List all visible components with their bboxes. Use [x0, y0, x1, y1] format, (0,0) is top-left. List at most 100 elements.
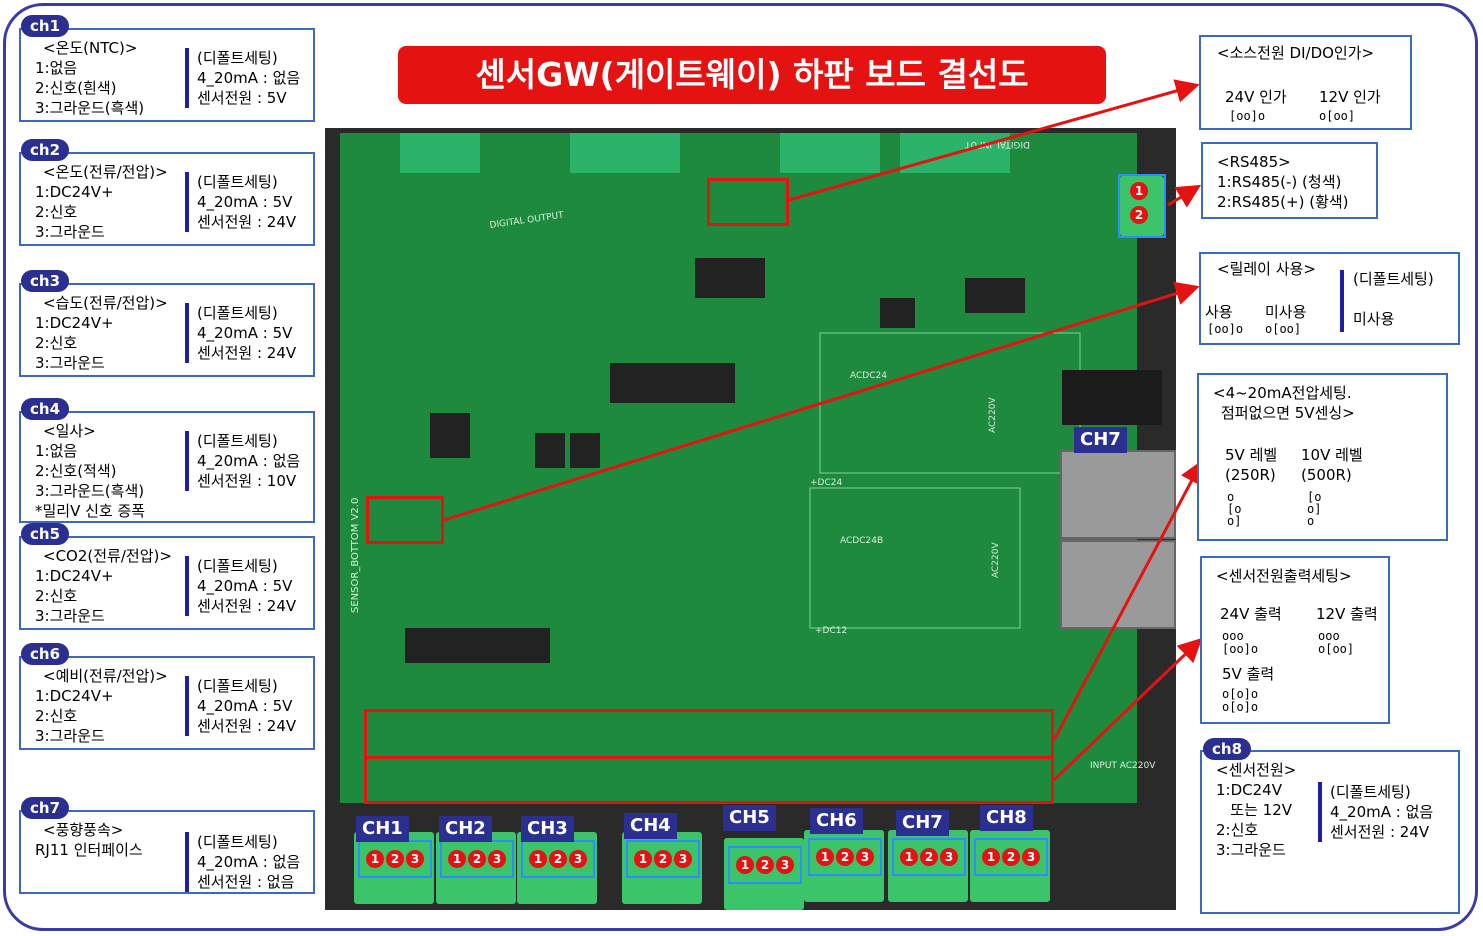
source-power-title: <소스전원 DI/DO인가> — [1217, 44, 1375, 62]
board-label-ch6: CH6 — [810, 808, 863, 834]
ch8-default-1: 4_20mA : 없음 — [1330, 803, 1434, 821]
default-label: (디폴트세팅) — [197, 677, 278, 695]
default-value-1: 4_20mA : 5V — [197, 697, 293, 715]
channel-box-3: <습도(전류/전압)> 1:DC24V+ 2:신호 3:그라운드 (디폴트세팅)4_20… — [19, 283, 315, 377]
voltage-opt-5v-r: (250R) — [1225, 466, 1276, 484]
channel-6-line-2: 2:신호 — [35, 707, 78, 725]
board-label-ch8: CH8 — [980, 805, 1033, 831]
board-label-ch7: CH7 — [896, 810, 949, 836]
voltage-setting-box: <4~20mA전압세팅. 점퍼없으면 5V센싱> 5V 레벨 (250R) 10… — [1197, 373, 1448, 541]
sensor-power-out-12v: 12V 출력 — [1316, 605, 1378, 623]
channel-jumper-divider — [366, 756, 1052, 759]
silk-dc24: +DC24 — [810, 478, 842, 488]
board-label-ch3: CH3 — [521, 816, 574, 842]
rs485-line-2: 2:RS485(+) (황색) — [1217, 193, 1349, 211]
silk-acdc24b: ACDC24B — [840, 536, 883, 546]
silk-board-name: SENSOR_BOTTOM V2.0 — [350, 498, 361, 613]
channel-tag-5: ch5 — [21, 523, 70, 545]
ch2-pin-1: 1 — [448, 850, 466, 868]
ch8-line-4: 3:그라운드 — [1216, 841, 1286, 859]
jumper-relay-use-icon: [oo]o — [1207, 322, 1244, 336]
voltage-opt-10v-r: (500R) — [1301, 466, 1352, 484]
ch7-pin-3: 3 — [940, 848, 958, 866]
terminal-outline-ch7 — [892, 838, 966, 876]
relay-jumper-highlight — [366, 496, 444, 544]
channel-3-line-0: <습도(전류/전압)> — [43, 294, 168, 312]
default-value-2: 센서전원 : 24V — [197, 344, 297, 362]
ch2-pin-3: 3 — [488, 850, 506, 868]
default-label: (디폴트세팅) — [197, 304, 278, 322]
relay-use: 사용 — [1205, 303, 1233, 321]
channel-3-line-1: 1:DC24V+ — [35, 314, 114, 332]
channel-1-line-2: 2:신호(흰색) — [35, 79, 117, 97]
arrow-relay — [443, 281, 1200, 522]
page-title: 센서GW(게이트웨이) 하판 보드 결선도 — [398, 46, 1106, 104]
channel-1-line-3: 3:그라운드(흑색) — [35, 99, 145, 117]
channel-6-line-3: 3:그라운드 — [35, 727, 105, 745]
channel-3-line-2: 2:신호 — [35, 334, 78, 352]
rj-jack-2 — [1060, 540, 1176, 629]
relay-title: <릴레이 사용> — [1217, 260, 1316, 278]
pcb-traces: ACDC24 ACDC24B DIGITAL OUTPUT DIGITAL IN… — [350, 133, 1156, 771]
default-label: (디폴트세팅) — [197, 557, 278, 575]
channel-4-line-2: 2:신호(적색) — [35, 462, 117, 480]
ch8-default-2: 센서전원 : 24V — [1330, 823, 1430, 841]
ch6-pin-2: 2 — [836, 848, 854, 866]
ch1-pin-3: 3 — [406, 850, 424, 868]
ch8-pin-3: 3 — [1022, 848, 1040, 866]
sensor-power-out-title: <센서전원출력세팅> — [1216, 567, 1352, 585]
relay-box: <릴레이 사용> 사용 미사용 [oo]o o[oo] (디폴트세팅) 미사용 — [1199, 252, 1460, 345]
relay-default-value: 미사용 — [1353, 310, 1395, 328]
channel-4-line-3: 3:그라운드(흑색) — [35, 482, 145, 500]
ch5-pin-2: 2 — [756, 856, 774, 874]
rj11-jack-top — [1062, 370, 1162, 425]
mosfet-2 — [570, 433, 600, 468]
voltage-title-1: <4~20mA전압세팅. — [1213, 384, 1352, 402]
rs485-pin-2: 2 — [1130, 206, 1148, 224]
jumper-24v-icon: [oo]o — [1229, 109, 1266, 123]
ch6-pin-1: 1 — [816, 848, 834, 866]
arrow-rs485 — [1167, 184, 1202, 208]
channel-6-line-1: 1:DC24V+ — [35, 687, 114, 705]
board-label-ch1: CH1 — [356, 816, 409, 842]
default-label: (디폴트세팅) — [197, 49, 278, 67]
voltage-opt-10v: 10V 레벨 — [1301, 446, 1363, 464]
channel-tag-3: ch3 — [21, 270, 70, 292]
terminal-block-ch8 — [970, 830, 1050, 902]
terminal-outline-ch8 — [974, 838, 1048, 876]
arrow-source-power — [788, 79, 1200, 202]
channel-6-line-0: <예비(전류/전압)> — [43, 667, 168, 685]
silk-input-ac220v: INPUT AC220V — [1090, 761, 1156, 771]
source-power-box: <소스전원 DI/DO인가> 24V 인가 12V 인가 [oo]o o[oo] — [1199, 35, 1412, 130]
ic-chip-3 — [430, 413, 470, 458]
channel-3-line-3: 3:그라운드 — [35, 354, 105, 372]
board-label-ch4: CH4 — [624, 813, 677, 839]
channel-2-line-1: 1:DC24V+ — [35, 183, 114, 201]
jumper-relay-nouse-icon: o[oo] — [1265, 322, 1302, 336]
default-value-2: 센서전원 : 없음 — [197, 873, 295, 891]
ch1-pin-1: 1 — [366, 850, 384, 868]
ch7-pin-2: 2 — [920, 848, 938, 866]
ch8-line-0: <센서전원> — [1216, 761, 1297, 779]
connector-header-1 — [610, 363, 735, 403]
ch8-pin-2: 2 — [1002, 848, 1020, 866]
ch4-pin-2: 2 — [654, 850, 672, 868]
board-label-ch2: CH2 — [439, 816, 492, 842]
outer-frame — [3, 3, 1478, 931]
rs485-box: <RS485> 1:RS485(-) (청색) 2:RS485(+) (황색) — [1201, 142, 1378, 219]
channel-tag-6: ch6 — [21, 643, 70, 665]
pcb-board: ACDC24 ACDC24B DIGITAL OUTPUT DIGITAL IN… — [340, 133, 1156, 803]
ch2-pin-2: 2 — [468, 850, 486, 868]
jumper-24v-out-icon: ooo[oo]o — [1222, 629, 1259, 656]
